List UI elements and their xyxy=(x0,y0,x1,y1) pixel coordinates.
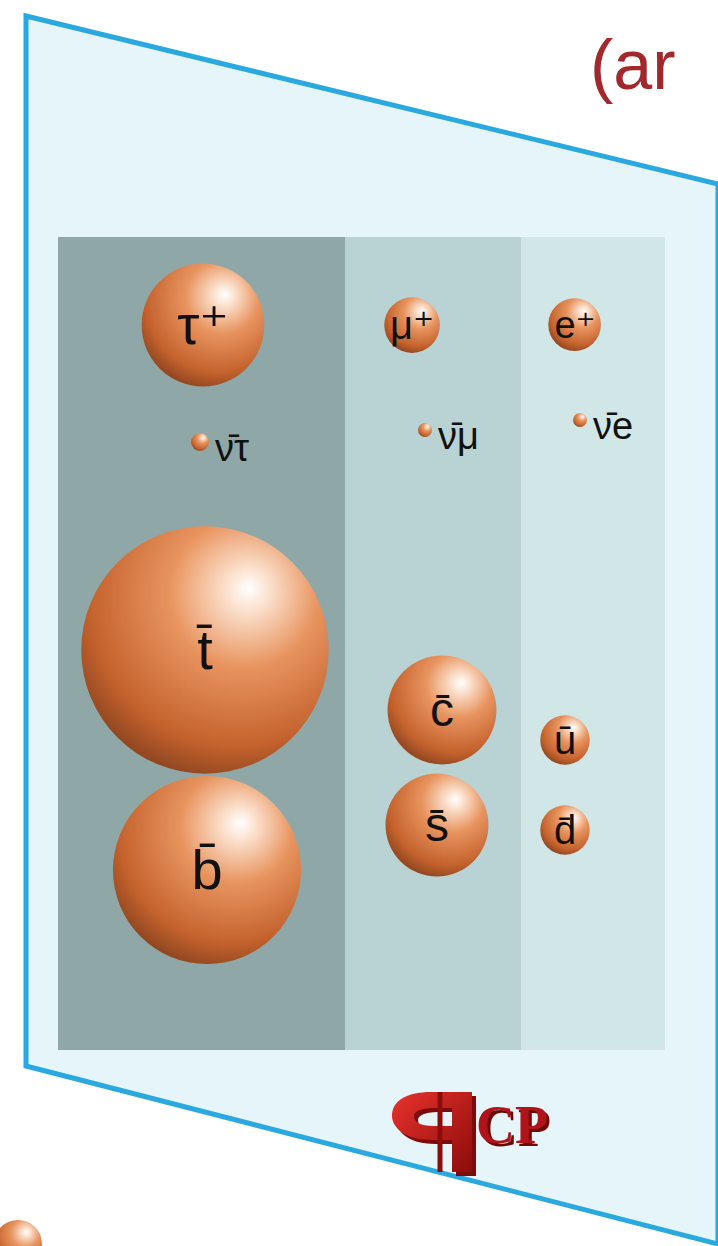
particle-symbol: ν̄τ xyxy=(215,429,249,467)
particle-symbol: ν̄e xyxy=(593,407,633,445)
particle-sphere: c̄ xyxy=(387,655,497,765)
particle-sphere: τ⁺ xyxy=(141,263,265,387)
cp-logo-text: CP xyxy=(476,1098,548,1152)
particle-symbol: d̄ xyxy=(554,810,576,850)
particle-sphere: ū xyxy=(540,715,590,765)
particle-symbol: τ⁺ xyxy=(177,297,229,353)
generation-band xyxy=(521,237,665,1050)
neutrino-dot: ν̄μ xyxy=(418,423,432,437)
particle-symbol: c̄ xyxy=(430,686,454,734)
particle-sphere: t̄ xyxy=(80,525,330,775)
cp-logo-symbol xyxy=(392,1092,476,1176)
generation-band xyxy=(345,237,521,1050)
particle-sphere-fragment xyxy=(0,1220,42,1246)
particle-symbol: b̄ xyxy=(191,842,222,898)
particle-sphere: s̄ xyxy=(385,773,489,877)
sphere-shape xyxy=(418,423,432,437)
sphere-shape xyxy=(191,433,209,451)
particle-symbol: ū xyxy=(554,720,576,760)
particle-symbol: s̄ xyxy=(425,801,449,849)
mirror-panel xyxy=(26,16,718,1244)
particle-symbol: t̄ xyxy=(197,622,213,678)
heading: (ar xyxy=(590,30,676,100)
generation-band xyxy=(58,237,345,1050)
particle-symbol: e⁺ xyxy=(554,306,595,344)
particle-sphere: d̄ xyxy=(540,805,590,855)
particle-symbol: ν̄μ xyxy=(438,417,479,455)
particle-sphere: e⁺ xyxy=(548,298,601,351)
sphere-shape xyxy=(573,413,587,427)
neutrino-dot: ν̄e xyxy=(573,413,587,427)
neutrino-dot: ν̄τ xyxy=(191,433,209,451)
particle-symbol: μ⁺ xyxy=(390,305,434,345)
particle-sphere: b̄ xyxy=(112,775,302,965)
particle-sphere: μ⁺ xyxy=(384,297,440,353)
